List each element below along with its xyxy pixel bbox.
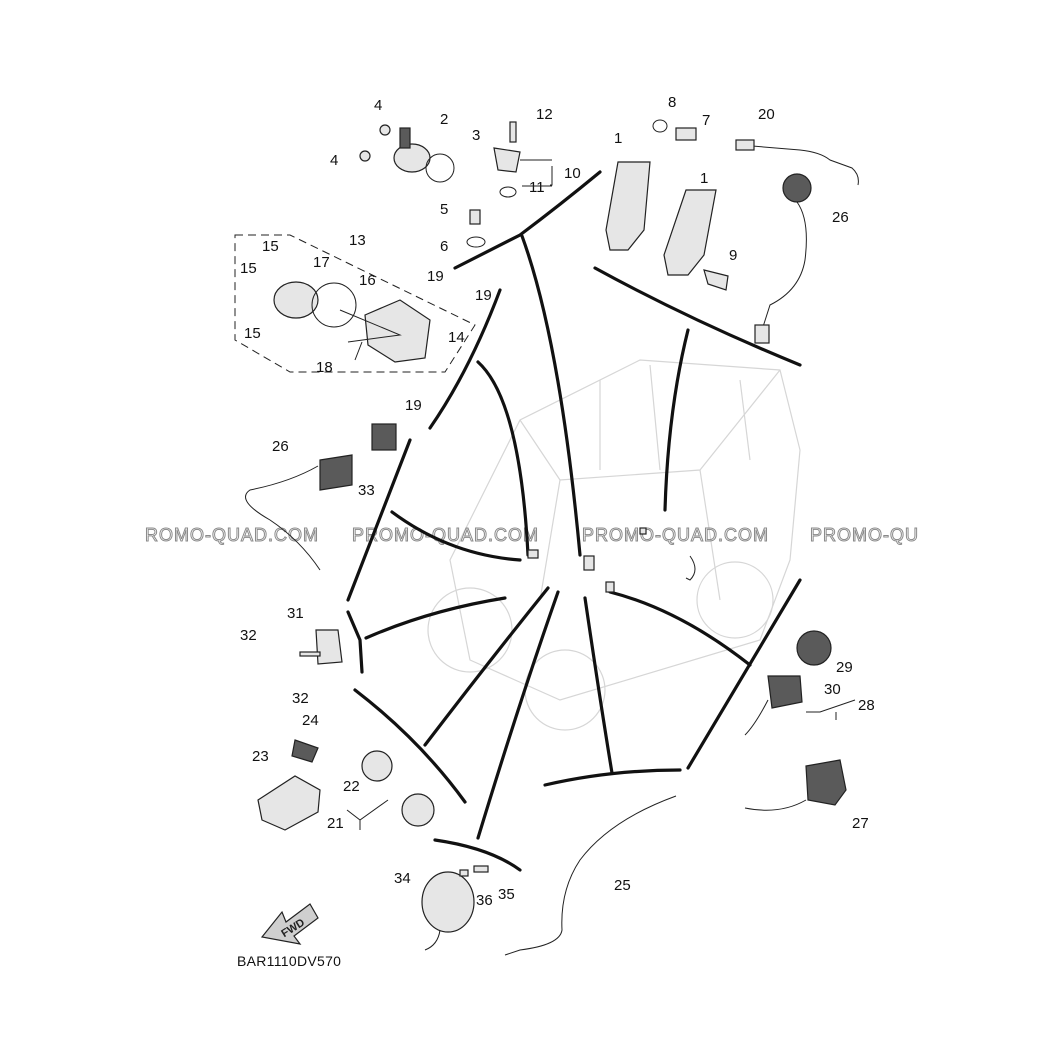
watermark-text: PROMO-QU (810, 525, 919, 545)
callout-27: 27 (852, 815, 869, 832)
callout-31: 31 (287, 605, 304, 622)
callout-22: 22 (343, 778, 360, 795)
callout-12: 12 (536, 106, 553, 123)
callout-26: 26 (832, 209, 849, 226)
callout-24: 24 (302, 712, 319, 729)
callout-36: 36 (476, 892, 493, 909)
part-33 (371, 423, 397, 451)
callout-13: 13 (349, 232, 366, 249)
parts (234, 119, 859, 956)
callout-19: 19 (427, 268, 444, 285)
part-throttle-body (364, 299, 431, 363)
watermark-text: PROMO-QUAD.COM (352, 525, 539, 545)
group-brackets (346, 170, 802, 872)
part-23 (257, 775, 321, 831)
watermark-text: PROMO-QUAD.COM (582, 525, 769, 545)
callout-5: 5 (440, 201, 448, 218)
part-31 (315, 629, 343, 665)
callout-25: 25 (614, 877, 631, 894)
callout-29: 29 (836, 659, 853, 676)
callout-1: 1 (614, 130, 622, 147)
callout-34: 34 (394, 870, 411, 887)
part-gasket-16 (311, 282, 357, 328)
part-cover-17 (273, 281, 319, 319)
part-24 (291, 739, 319, 763)
callout-32: 32 (292, 690, 309, 707)
part-21 (401, 793, 435, 827)
callout-14: 14 (448, 329, 465, 346)
callout-2: 2 (440, 111, 448, 128)
part-wire-25 (504, 795, 677, 956)
watermark: ROMO-QUAD.COM PROMO-QUAD.COM PROMO-QUAD.… (145, 525, 919, 546)
callout-3: 3 (472, 127, 480, 144)
part-sensor-10 (493, 147, 521, 173)
callout-21: 21 (327, 815, 344, 832)
callout-labels: 1 1 2 3 4 4 5 6 7 8 9 10 11 12 13 14 15 … (240, 94, 875, 909)
callout-35: 35 (498, 886, 515, 903)
callout-30: 30 (824, 681, 841, 698)
callout-leaders (339, 159, 856, 830)
part-34 (421, 871, 475, 933)
callout-32: 32 (240, 627, 257, 644)
callout-26: 26 (272, 438, 289, 455)
callout-8: 8 (668, 94, 676, 111)
part-sensor-26 (782, 173, 812, 203)
part-coil-1b (663, 189, 717, 276)
callout-16: 16 (359, 272, 376, 289)
callout-17: 17 (313, 254, 330, 271)
leader-lines (364, 234, 752, 840)
part-coil-1a (605, 161, 651, 251)
callout-15: 15 (262, 238, 279, 255)
part-28 (767, 675, 803, 709)
callout-10: 10 (564, 165, 581, 182)
callout-20: 20 (758, 106, 775, 123)
callout-23: 23 (252, 748, 269, 765)
callout-6: 6 (440, 238, 448, 255)
callout-15: 15 (244, 325, 261, 342)
part-22 (361, 750, 393, 782)
fwd-arrow-icon: FWD (260, 903, 319, 945)
callout-15: 15 (240, 260, 257, 277)
callout-19: 19 (475, 287, 492, 304)
callout-28: 28 (858, 697, 875, 714)
callout-33: 33 (358, 482, 375, 499)
callout-4: 4 (330, 152, 338, 169)
diagram-code: BAR1110DV570 (237, 953, 341, 969)
callout-4: 4 (374, 97, 382, 114)
part-27 (805, 759, 847, 806)
callout-19: 19 (405, 397, 422, 414)
watermark-text: ROMO-QUAD.COM (145, 525, 319, 545)
callout-18: 18 (316, 359, 333, 376)
callout-9: 9 (729, 247, 737, 264)
part-oring-3 (425, 153, 455, 183)
callout-7: 7 (702, 112, 710, 129)
part-29 (796, 630, 832, 666)
callout-1: 1 (700, 170, 708, 187)
callout-11: 11 (529, 179, 545, 196)
part-sensor-2 (393, 143, 431, 173)
